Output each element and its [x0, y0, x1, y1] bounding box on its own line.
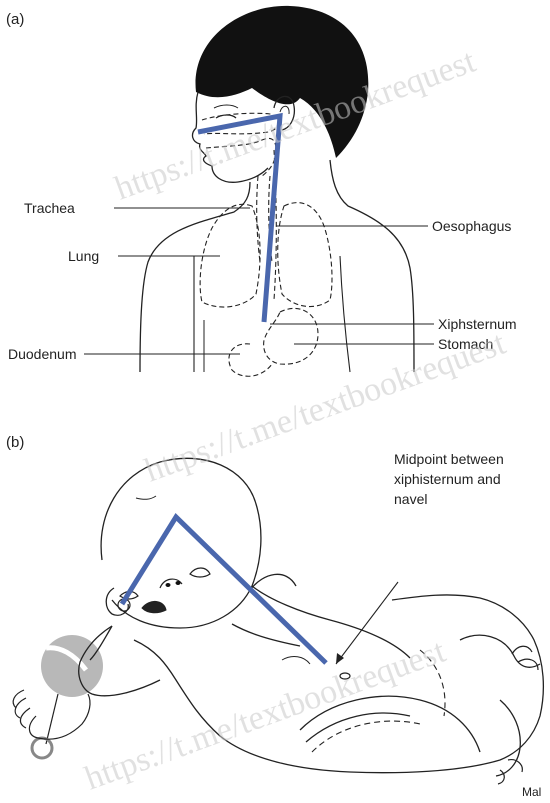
label-lung: Lung: [68, 248, 99, 264]
baby-eye-right: [190, 568, 210, 577]
annotation-line-3: navel: [394, 491, 427, 507]
baby-mouth: [142, 601, 166, 612]
label-trachea: Trachea: [24, 200, 75, 216]
label-xiphisternum: Xiphsternum: [438, 316, 517, 332]
label-duodenum: Duodenum: [8, 346, 77, 362]
panel-b-label: (b): [6, 434, 24, 451]
annotation-line-1: Midpoint between: [394, 451, 504, 467]
panel-b: (b): [6, 434, 543, 784]
baby-leg: [460, 635, 540, 776]
leader-lines-a: [84, 208, 434, 354]
child-torso-outline: [140, 182, 250, 372]
right-lung: [278, 203, 332, 307]
child-eyebrow: [214, 105, 238, 108]
label-oesophagus: Oesophagus: [432, 218, 511, 234]
illustrator-signature: Mal: [522, 785, 541, 799]
baby-hand: [13, 690, 90, 739]
duodenum-outline: [229, 344, 272, 376]
watermarks: https://t.me/textbookrequest https://t.m…: [80, 42, 511, 797]
rattle-icon: [41, 635, 103, 697]
stomach-outline: [264, 308, 318, 364]
panel-a-label: (a): [6, 11, 24, 28]
measurement-line-b: [122, 517, 326, 663]
annotation-line-2: xiphisternum and: [394, 471, 501, 487]
